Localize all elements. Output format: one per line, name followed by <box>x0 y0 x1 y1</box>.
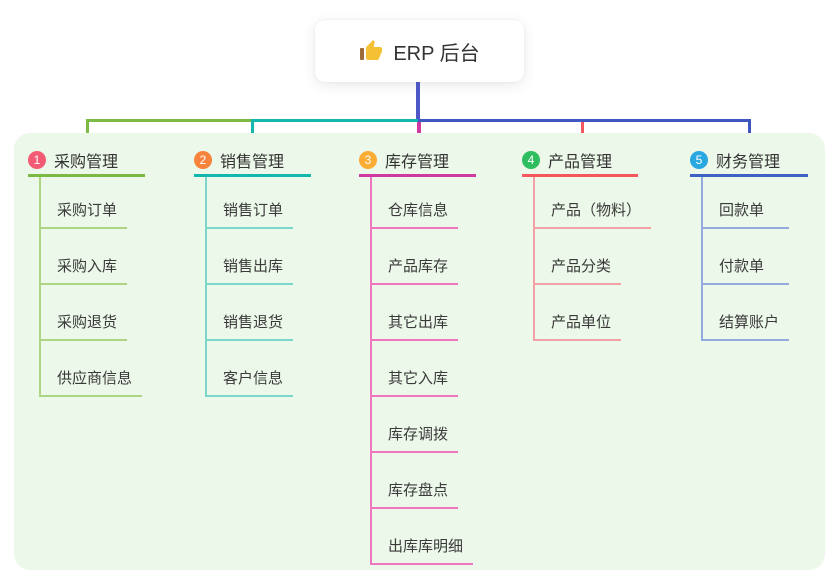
badge-5: 5 <box>690 151 708 169</box>
branches-panel <box>14 133 825 570</box>
connector-horizontal-blue <box>418 119 751 122</box>
branch-inventory-underline <box>359 174 476 177</box>
connector-root-vertical <box>416 82 420 120</box>
node-payment-bill[interactable]: 付款单 <box>703 229 789 285</box>
branch-product: 4 产品管理 产品（物料） 产品分类 产品单位 <box>522 146 652 341</box>
node-product-unit[interactable]: 产品单位 <box>535 285 622 341</box>
root-node[interactable]: ERP 后台 <box>315 20 524 82</box>
branch-finance-children: 回款单 付款单 结算账户 <box>701 177 808 341</box>
node-stock-transfer[interactable]: 库存调拨 <box>372 397 459 453</box>
node-receipt-bill[interactable]: 回款单 <box>703 177 789 229</box>
node-warehouse-info[interactable]: 仓库信息 <box>372 177 459 229</box>
branch-product-header[interactable]: 4 产品管理 <box>522 146 638 174</box>
badge-4: 4 <box>522 151 540 169</box>
node-purchase-return[interactable]: 采购退货 <box>41 285 128 341</box>
node-other-outbound[interactable]: 其它出库 <box>372 285 459 341</box>
node-sales-outbound[interactable]: 销售出库 <box>207 229 294 285</box>
branch-finance-header[interactable]: 5 财务管理 <box>690 146 808 174</box>
branch-sales-title: 销售管理 <box>220 154 285 171</box>
branch-product-children: 产品（物料） 产品分类 产品单位 <box>533 177 652 341</box>
branch-finance: 5 财务管理 回款单 付款单 结算账户 <box>690 146 808 341</box>
branch-inventory: 3 库存管理 仓库信息 产品库存 其它出库 其它入库 库存调拨 库存盘点 出库库… <box>359 146 476 565</box>
branch-inventory-children: 仓库信息 产品库存 其它出库 其它入库 库存调拨 库存盘点 出库库明细 <box>370 177 476 565</box>
node-stock-count[interactable]: 库存盘点 <box>372 453 459 509</box>
branch-finance-underline <box>690 174 808 177</box>
node-sales-return[interactable]: 销售退货 <box>207 285 294 341</box>
branch-purchase-header[interactable]: 1 采购管理 <box>28 146 145 174</box>
branch-purchase-underline <box>28 174 145 177</box>
node-product-material[interactable]: 产品（物料） <box>535 177 652 229</box>
root-node-label: ERP 后台 <box>393 42 480 65</box>
node-product-category[interactable]: 产品分类 <box>535 229 622 285</box>
branch-inventory-title: 库存管理 <box>385 154 450 171</box>
connector-horizontal-teal <box>252 119 418 122</box>
branch-sales-children: 销售订单 销售出库 销售退货 客户信息 <box>205 177 311 397</box>
badge-2: 2 <box>194 151 212 169</box>
node-settlement-account[interactable]: 结算账户 <box>703 285 790 341</box>
branch-inventory-header[interactable]: 3 库存管理 <box>359 146 476 174</box>
branch-product-title: 产品管理 <box>548 154 613 171</box>
branch-purchase-title: 采购管理 <box>54 154 119 171</box>
node-purchase-order[interactable]: 采购订单 <box>41 177 128 229</box>
branch-sales: 2 销售管理 销售订单 销售出库 销售退货 客户信息 <box>194 146 311 397</box>
branch-sales-header[interactable]: 2 销售管理 <box>194 146 311 174</box>
branch-product-underline <box>522 174 638 177</box>
node-other-inbound[interactable]: 其它入库 <box>372 341 459 397</box>
node-sales-order[interactable]: 销售订单 <box>207 177 294 229</box>
badge-1: 1 <box>28 151 46 169</box>
connector-horizontal-green <box>86 119 252 122</box>
node-customer-info[interactable]: 客户信息 <box>207 341 294 397</box>
node-outbound-detail[interactable]: 出库库明细 <box>372 509 474 565</box>
node-purchase-inbound[interactable]: 采购入库 <box>41 229 128 285</box>
branch-purchase: 1 采购管理 采购订单 采购入库 采购退货 供应商信息 <box>28 146 145 397</box>
branch-sales-underline <box>194 174 311 177</box>
branch-finance-title: 财务管理 <box>716 154 781 171</box>
node-product-stock[interactable]: 产品库存 <box>372 229 459 285</box>
badge-3: 3 <box>359 151 377 169</box>
branch-purchase-children: 采购订单 采购入库 采购退货 供应商信息 <box>39 177 145 397</box>
thumbs-up-icon <box>360 40 383 60</box>
node-supplier-info[interactable]: 供应商信息 <box>41 341 143 397</box>
